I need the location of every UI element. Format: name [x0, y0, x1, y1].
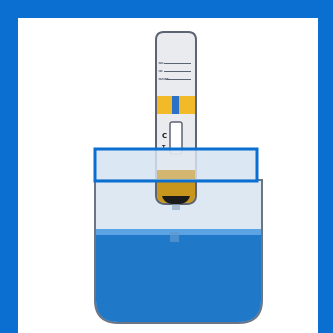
- frame-right: [318, 0, 333, 333]
- strip-blue-line: [172, 96, 179, 114]
- label-no: NO.: [159, 61, 165, 65]
- strip-tip-shaft: [172, 204, 180, 210]
- strip-liquid-through-highlight: [157, 170, 195, 179]
- cup-liquid: [96, 230, 261, 322]
- frame-left: [0, 0, 18, 333]
- control-mark: C: [162, 132, 167, 140]
- test-strip: NO. ID: NAME: C T: [156, 32, 196, 210]
- strip-reflection: [170, 232, 179, 242]
- label-id: ID:: [159, 69, 164, 73]
- frame-top: [0, 0, 333, 18]
